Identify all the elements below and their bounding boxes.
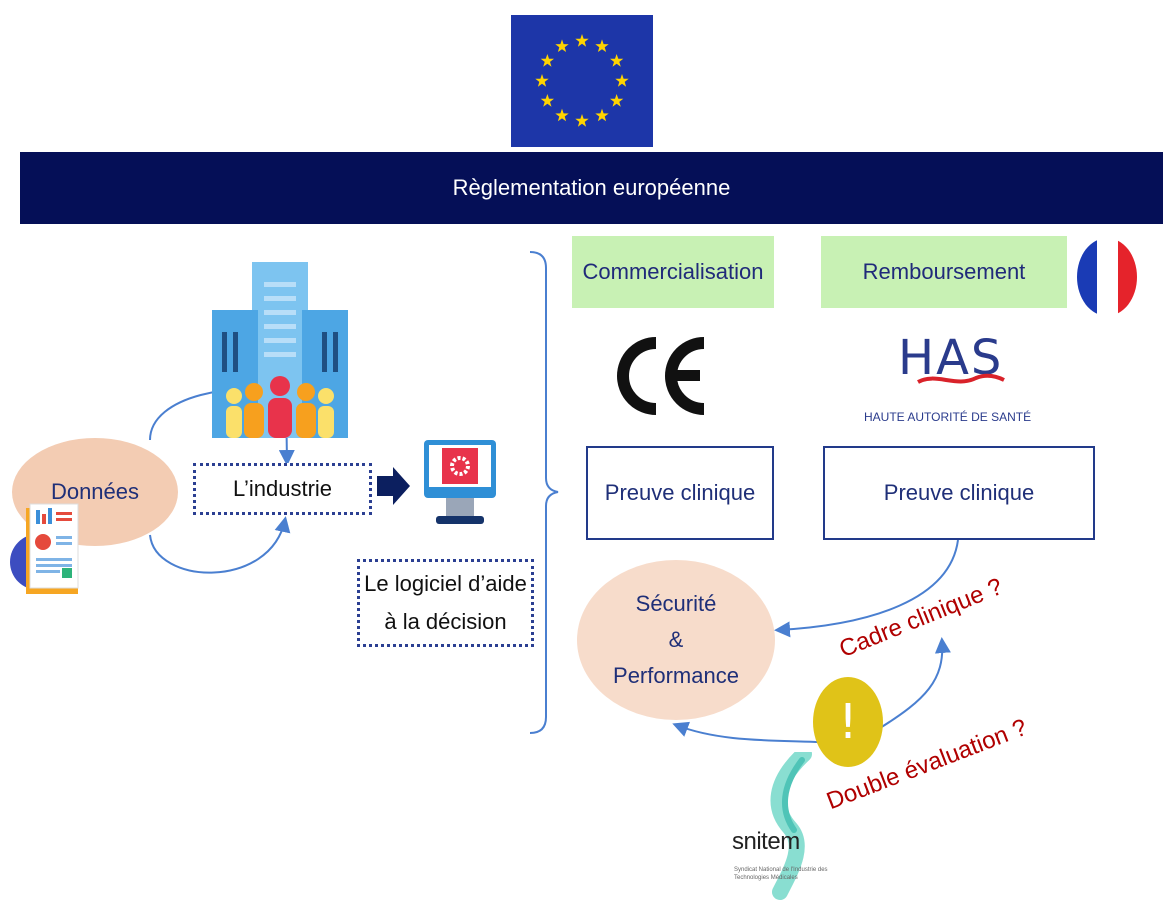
eu-star (610, 94, 624, 107)
french-flag-icon (1077, 238, 1137, 316)
preuve-to-securite-arrow (774, 539, 959, 638)
eu-star (575, 34, 589, 47)
securite-performance-node: Sécurité & Performance (577, 560, 775, 720)
remboursement-preuve-label: Preuve clinique (883, 480, 1035, 505)
commercialisation-preuve-box: Preuve clinique (586, 446, 774, 540)
eu-star (555, 39, 569, 52)
warning-to-securite-arrow (672, 721, 819, 743)
report-icon (10, 503, 79, 594)
snitem-tagline: Syndicat National de l'Industrie des Tec… (734, 867, 828, 881)
right-arrow-icon (377, 467, 410, 505)
logiciel-line2: à la décision (384, 609, 507, 634)
industrie-label: L’industrie (232, 476, 333, 501)
remboursement-label: Remboursement (821, 236, 1067, 308)
section-bracket (529, 251, 559, 734)
logiciel-line1: Le logiciel d’aide (364, 571, 527, 596)
eu-star (540, 94, 554, 107)
industrie-box: L’industrie (193, 463, 372, 515)
donnees-lower-arrow (149, 516, 291, 574)
donnees-label: Données (50, 479, 140, 504)
securite-line2: & (668, 627, 684, 652)
warning-to-cadre-arrow (879, 637, 951, 729)
eu-flag-icon (511, 15, 653, 147)
eu-star (535, 74, 549, 87)
people-icon (226, 376, 334, 438)
has-logo-icon: HAS HAUTE AUTORITÉ DE SANTÉ (858, 330, 1034, 430)
regulation-banner: Règlementation européenne (20, 152, 1163, 224)
snitem-logo-text: snitem (732, 828, 800, 855)
eu-star (575, 114, 589, 127)
eu-star (610, 54, 624, 67)
eu-star (595, 39, 609, 52)
securite-line3: Performance (613, 663, 739, 688)
banner-title: Règlementation européenne (452, 175, 731, 200)
ce-mark-icon (617, 337, 705, 415)
logiciel-box: Le logiciel d’aide à la décision (357, 559, 534, 647)
eu-star (595, 108, 609, 122)
remboursement-preuve-box: Preuve clinique (823, 446, 1095, 540)
commercialisation-label: Commercialisation (572, 236, 774, 308)
eu-star (615, 74, 629, 87)
remboursement-text: Remboursement (862, 259, 1026, 284)
computer-gear-icon (424, 440, 496, 524)
warning-icon: ! (813, 677, 883, 767)
commercialisation-text: Commercialisation (582, 259, 764, 284)
has-caption: HAUTE AUTORITÉ DE SANTÉ (864, 410, 1032, 424)
eu-star (555, 108, 569, 122)
commercialisation-preuve-label: Preuve clinique (604, 480, 756, 505)
securite-line1: Sécurité (635, 591, 717, 616)
eu-star (540, 54, 554, 67)
warning-symbol: ! (838, 694, 858, 750)
snitem-logo-icon: snitem Syndicat National de l'Industrie … (728, 752, 838, 902)
